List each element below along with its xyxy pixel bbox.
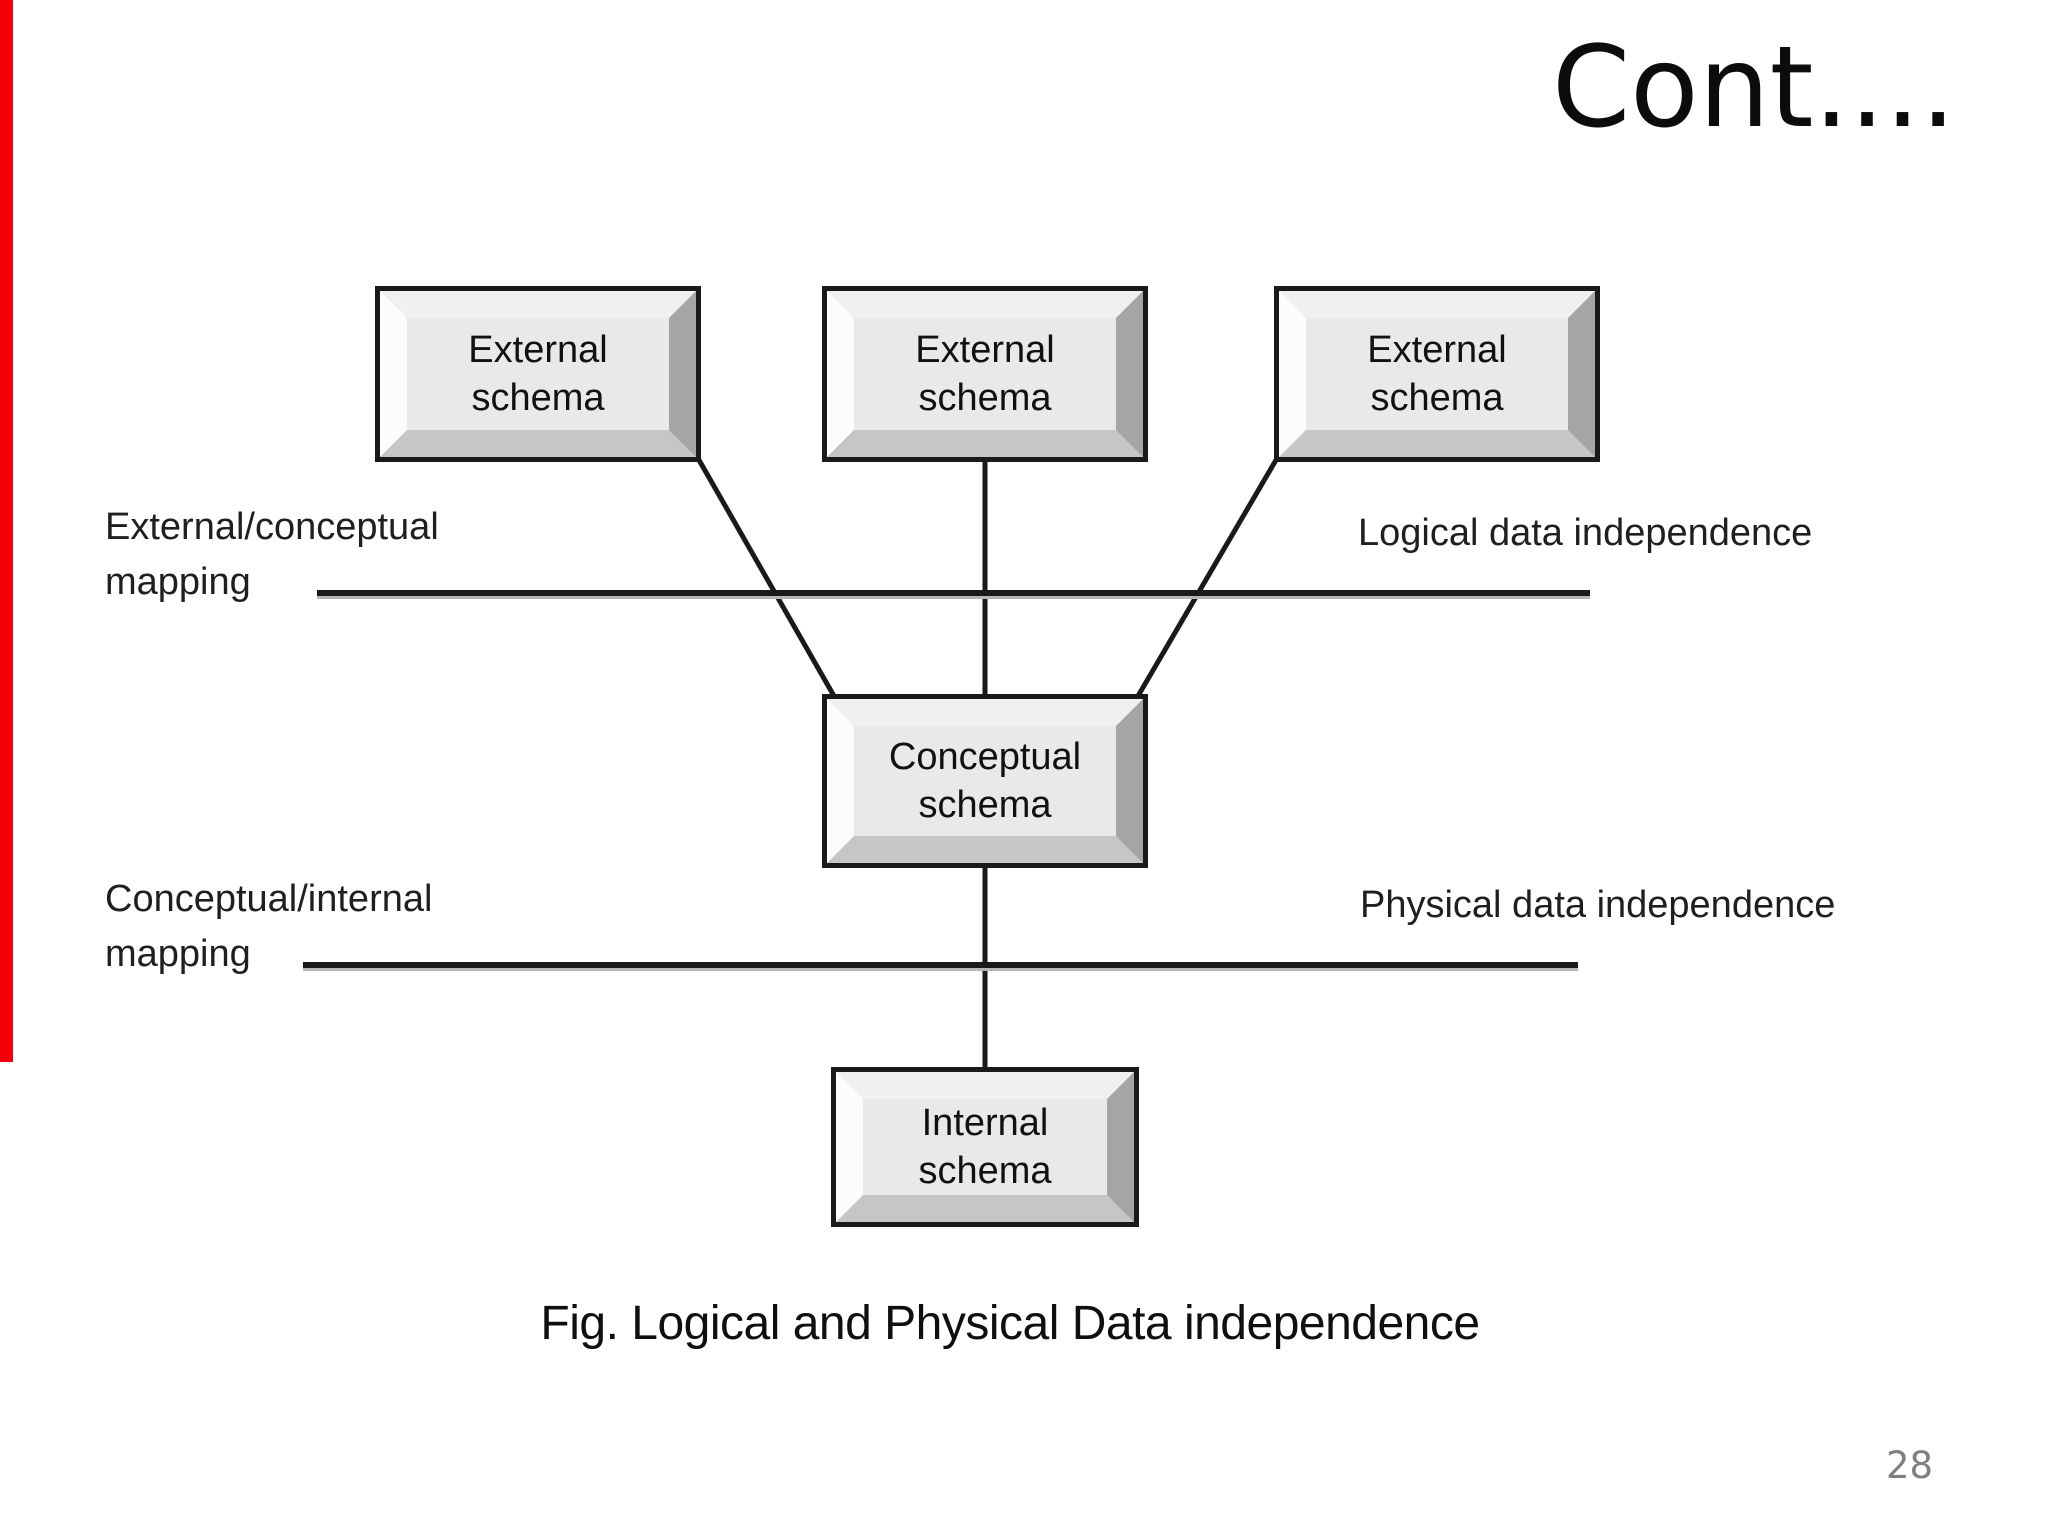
conceptual-schema-box: Conceptual schema (822, 694, 1148, 868)
label-conceptual-internal-mapping: Conceptual/internal mapping (105, 872, 432, 982)
slide-title: Cont.... (1551, 23, 1956, 153)
box-bevel (827, 291, 1143, 457)
box-bevel (827, 699, 1143, 863)
box-bevel (836, 1072, 1134, 1222)
box-label-line2: schema (918, 377, 1052, 419)
mapping-divider-conceptual-internal (303, 962, 1578, 971)
label-line1: External/conceptual (105, 506, 439, 548)
box-label-line1: Internal (921, 1102, 1049, 1144)
connector-external1-conceptual (696, 458, 837, 698)
box-label-line1: External (915, 329, 1055, 371)
box-label-line2: schema (918, 1150, 1052, 1192)
connector-external3-conceptual (1135, 458, 1279, 698)
label-line2: mapping (105, 933, 251, 975)
label-logical-data-independence: Logical data independence (1358, 512, 1813, 554)
page-number: 28 (1886, 1444, 1934, 1487)
box-bevel (380, 291, 696, 457)
external-schema-box-1: External schema (375, 286, 701, 462)
label-line2: mapping (105, 561, 251, 603)
box-label-line1: External (1367, 329, 1507, 371)
left-edge-red-bar (0, 0, 13, 1062)
external-schema-box-3: External schema (1274, 286, 1600, 462)
external-schema-box-2: External schema (822, 286, 1148, 462)
label-line1: Conceptual/internal (105, 878, 433, 920)
internal-schema-box: Internal schema (831, 1067, 1139, 1227)
box-label-line1: External (468, 329, 608, 371)
box-label-line2: schema (1370, 377, 1504, 419)
box-bevel (1279, 291, 1595, 457)
box-label-line1: Conceptual (888, 736, 1082, 778)
box-label-line2: schema (918, 784, 1052, 826)
box-label-line2: schema (471, 377, 605, 419)
label-physical-data-independence: Physical data independence (1360, 884, 1836, 926)
label-external-conceptual-mapping: External/conceptual mapping (105, 500, 439, 610)
mapping-divider-external-conceptual (317, 590, 1590, 599)
figure-caption: Fig. Logical and Physical Data independe… (540, 1297, 1480, 1350)
